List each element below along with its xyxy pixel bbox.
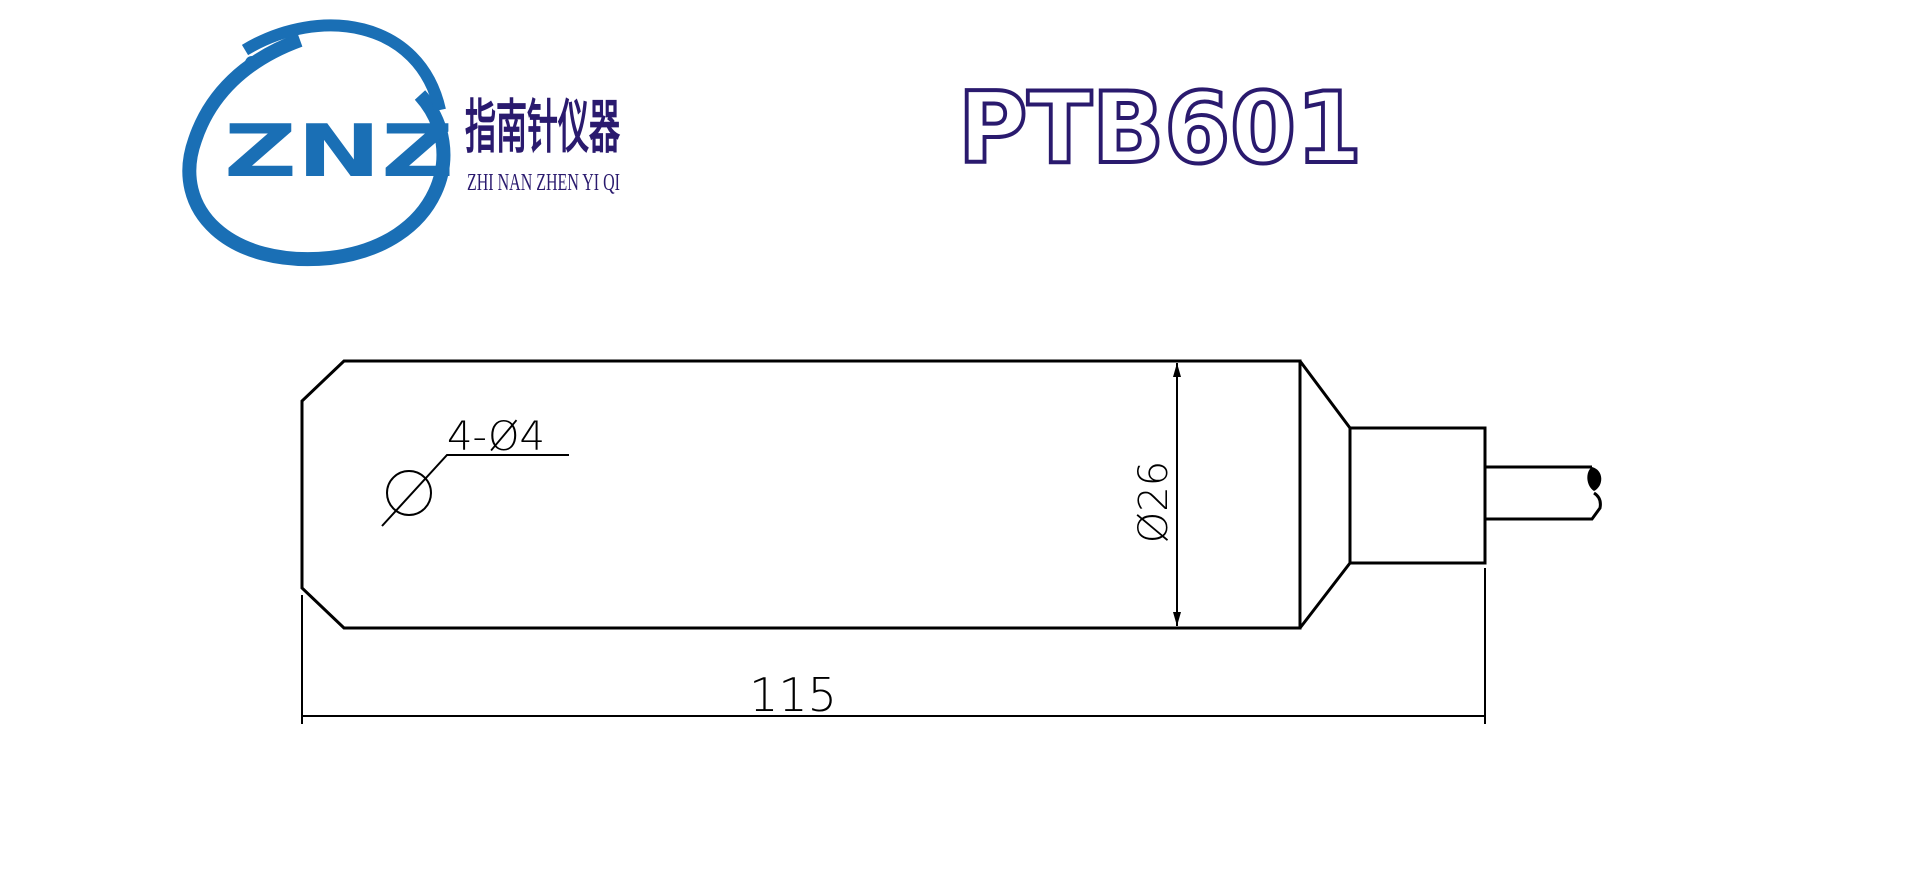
sensor-neck (1348, 426, 1487, 565)
length-dimension: 115 (301, 568, 1486, 724)
hole-symbol (386, 470, 432, 516)
diameter-label: Ø26 (1131, 461, 1177, 543)
logo-pinyin-name: ZHI NAN ZHEN YI QI (467, 170, 620, 196)
sensor-outline (300, 359, 1602, 630)
leader-line (381, 454, 569, 527)
logo-dot (245, 56, 259, 70)
hole-callout: 4-Ø4 (381, 414, 569, 527)
logo-orbit-thin (189, 61, 251, 151)
logo-orbit-top (241, 19, 446, 112)
length-label: 115 (749, 668, 837, 722)
sensor-taper (1298, 360, 1352, 629)
logo-chinese-name: 指南针仪器 (465, 93, 621, 161)
cable-break-end (1587, 467, 1602, 491)
logo-mark: ZNZ (224, 109, 454, 193)
cable (1485, 465, 1602, 521)
company-logo: ZNZ 指南针仪器 ZHI NAN ZHEN YI QI (182, 19, 621, 267)
model-title: PTB601 (958, 72, 1362, 186)
hole-callout-text: 4-Ø4 (447, 414, 545, 460)
diameter-dimension: Ø26 (1131, 363, 1181, 626)
